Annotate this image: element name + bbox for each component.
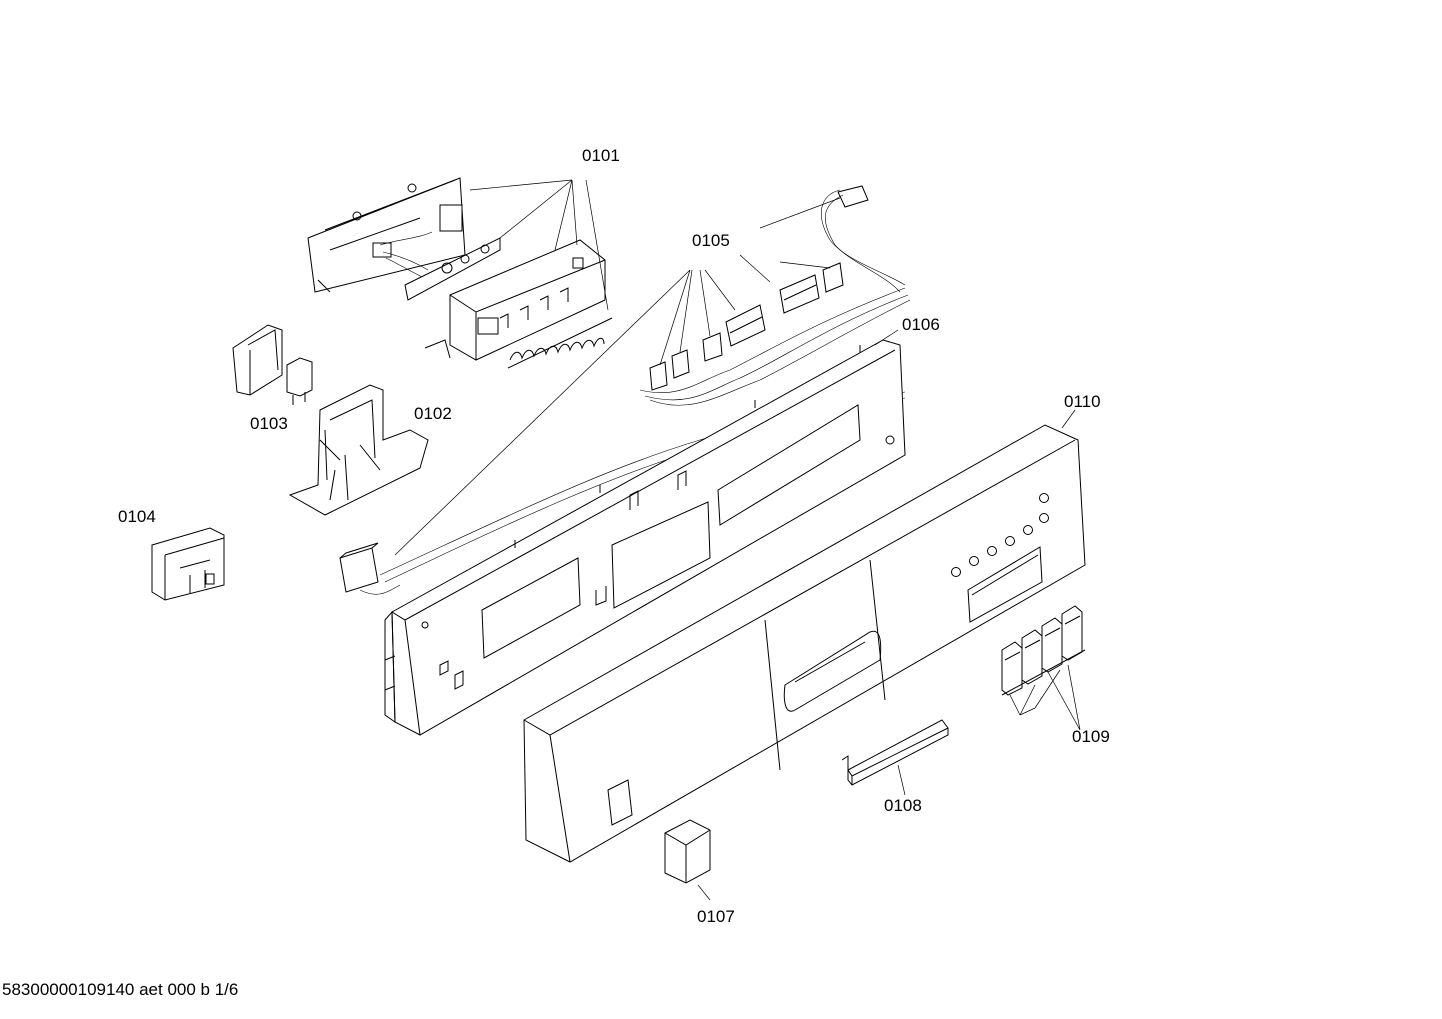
part-0110-fascia [523,409,1086,863]
label-0110: 0110 [1064,392,1101,411]
part-0108-trim-strip [841,719,949,796]
part-0104-switch [151,527,225,601]
label-0105: 0105 [692,231,730,250]
part-0107-cap [664,819,711,901]
label-0101: 0101 [582,146,620,165]
label-0103: 0103 [250,414,288,433]
part-0102-bracket [288,384,429,516]
document-reference: 58300000109140 aet 000 b 1/6 [2,980,239,999]
label-0107: 0107 [697,907,735,926]
part-0109-keys [1001,605,1086,731]
part-0101-electronic-module [307,177,613,369]
label-0104: 0104 [118,507,156,526]
label-0106: 0106 [902,315,940,334]
label-0108: 0108 [884,796,922,815]
part-0103-housing [232,324,313,405]
part-0106-frame [384,329,906,736]
label-0109: 0109 [1072,727,1110,746]
label-0102: 0102 [414,404,452,423]
